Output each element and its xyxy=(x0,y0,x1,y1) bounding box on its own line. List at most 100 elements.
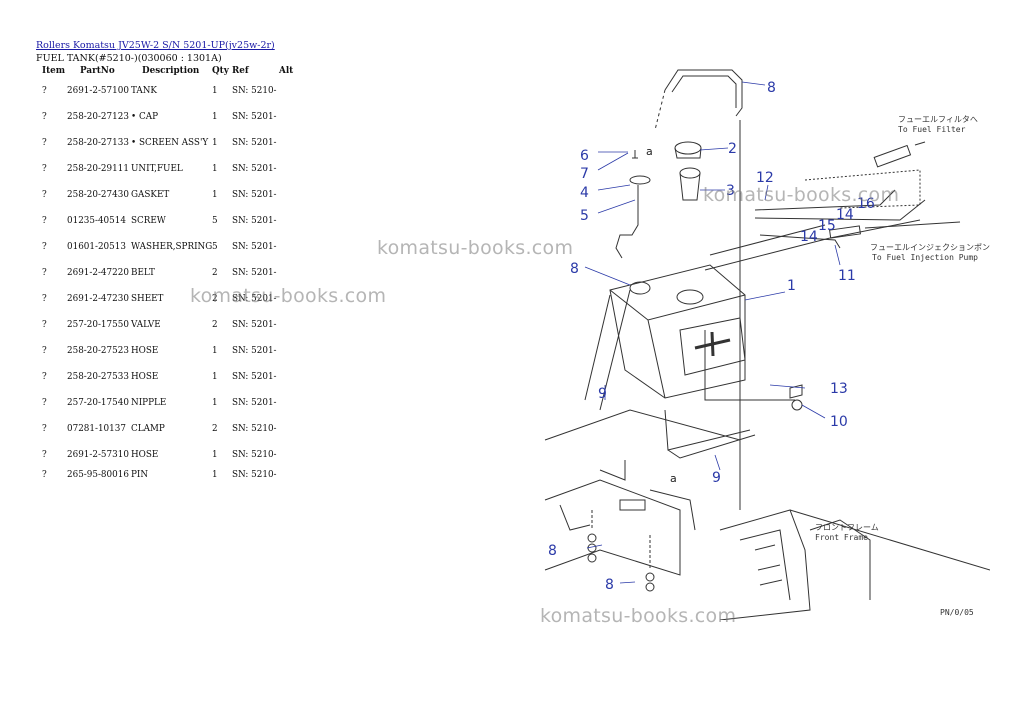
ref-letter-a: a xyxy=(646,145,653,158)
frame-outline xyxy=(544,479,681,576)
cell-ref: SN: 5201- xyxy=(232,398,277,408)
cell-partno: 07281-10137 xyxy=(67,424,126,434)
cell-partno: 258-20-27533 xyxy=(67,372,129,382)
cell-item: ? xyxy=(42,268,47,278)
callout-8-bolt: 8 xyxy=(605,577,614,593)
front-frame xyxy=(789,509,990,571)
cell-qty: 1 xyxy=(212,86,218,96)
cell-description: PIN xyxy=(131,470,149,480)
leader-line xyxy=(769,384,806,389)
fuel-line xyxy=(754,189,896,211)
frame-bracket xyxy=(649,489,696,531)
callout-15: 15 xyxy=(818,218,836,234)
front-frame xyxy=(809,519,871,600)
watermark: komatsu-books.com xyxy=(190,285,387,307)
cell-qty: 5 xyxy=(212,242,218,252)
cell-description: CLAMP xyxy=(131,424,165,434)
callout-8-top: 8 xyxy=(767,80,776,96)
frame-outline xyxy=(544,409,741,480)
cell-qty: 1 xyxy=(212,112,218,122)
frame-bracket xyxy=(599,460,626,481)
cell-partno: 258-20-29111 xyxy=(67,164,129,174)
front-frame xyxy=(739,529,791,601)
filler-pipe-inner xyxy=(671,75,737,108)
callout-12: 12 xyxy=(756,170,774,186)
cell-partno: 01601-20513 xyxy=(67,242,126,252)
cell-description: VALVE xyxy=(131,320,161,330)
front-frame-jp: フロントフレーム xyxy=(815,523,879,532)
fuel-line xyxy=(759,234,841,249)
cell-description: SHEET xyxy=(131,294,164,304)
cell-qty: 1 xyxy=(212,164,218,174)
callout-9-sheet: 9 xyxy=(712,470,721,486)
column-header-partno: PartNo xyxy=(80,66,115,76)
front-frame xyxy=(719,509,811,620)
page-header: Rollers Komatsu JV25W-2 S/N 5201-UP(jv25… xyxy=(36,39,275,65)
cell-item: ? xyxy=(42,424,47,434)
leader-line xyxy=(699,147,729,151)
cell-item: ? xyxy=(42,138,47,148)
breadcrumb-link[interactable]: Rollers Komatsu JV25W-2 S/N 5201-UP(jv25… xyxy=(36,40,275,51)
cell-item: ? xyxy=(42,294,47,304)
cell-ref: SN: 5201- xyxy=(232,372,277,382)
callout-13: 13 xyxy=(830,381,848,397)
sheet-part xyxy=(667,434,756,459)
cell-qty: 1 xyxy=(212,398,218,408)
cell-item: ? xyxy=(42,450,47,460)
cell-qty: 1 xyxy=(212,450,218,460)
cell-description: HOSE xyxy=(131,372,159,382)
pump-hose-end xyxy=(829,225,861,239)
cell-qty: 1 xyxy=(212,138,218,148)
tank-cross-rib xyxy=(694,331,731,357)
leader-line xyxy=(597,152,629,171)
leader-line xyxy=(744,291,786,301)
arrow-to-pump xyxy=(864,221,961,229)
callout-4: 4 xyxy=(580,185,589,201)
cell-description: GASKET xyxy=(131,190,170,200)
callout-14-right: 14 xyxy=(836,207,854,223)
figure-code: PN/0/05 xyxy=(940,608,974,617)
column-header-ref: Ref xyxy=(232,66,249,76)
cell-partno: 258-20-27430 xyxy=(67,190,129,200)
leader-line xyxy=(586,544,603,549)
bolt-part xyxy=(587,533,597,543)
bolt-part xyxy=(587,553,597,563)
cell-qty: 1 xyxy=(212,470,218,480)
leader-line xyxy=(584,266,631,286)
front-frame-label: Front Frame xyxy=(815,533,868,542)
cell-item: ? xyxy=(42,112,47,122)
callout-8-tank: 8 xyxy=(570,261,579,277)
cell-qty: 1 xyxy=(212,346,218,356)
cap-part xyxy=(674,147,702,159)
cell-item: ? xyxy=(42,320,47,330)
screen-part xyxy=(679,172,701,201)
cell-description: UNIT,FUEL xyxy=(131,164,183,174)
cell-ref: SN: 5201- xyxy=(232,112,277,122)
column-header-qty: Qty xyxy=(212,66,229,76)
cell-partno: 258-20-27123 xyxy=(67,112,129,122)
callout-16: 16 xyxy=(857,196,875,212)
cell-item: ? xyxy=(42,372,47,382)
cell-item: ? xyxy=(42,398,47,408)
fuel-tank-body xyxy=(609,264,746,399)
cell-ref: SN: 5210- xyxy=(232,450,277,460)
callout-8-frame: 8 xyxy=(548,543,557,559)
sheet-part xyxy=(664,409,751,451)
cell-partno: 258-20-27523 xyxy=(67,346,129,356)
cell-description: • CAP xyxy=(131,112,158,122)
cell-item: ? xyxy=(42,164,47,174)
leader-line xyxy=(834,244,841,266)
watermark: komatsu-books.com xyxy=(540,605,737,627)
filter-hose-end xyxy=(873,144,912,168)
leader-line xyxy=(591,510,651,570)
callout-9-left: 9 xyxy=(598,386,607,402)
callout-7: 7 xyxy=(580,166,589,182)
cell-item: ? xyxy=(42,242,47,252)
leader-line xyxy=(597,199,636,214)
screen-part xyxy=(679,167,701,179)
cell-qty: 2 xyxy=(212,320,218,330)
cell-qty: 2 xyxy=(212,268,218,278)
fuel-line xyxy=(754,199,926,221)
cell-partno: 265-95-80016 xyxy=(67,470,129,480)
leader-line xyxy=(741,81,766,86)
